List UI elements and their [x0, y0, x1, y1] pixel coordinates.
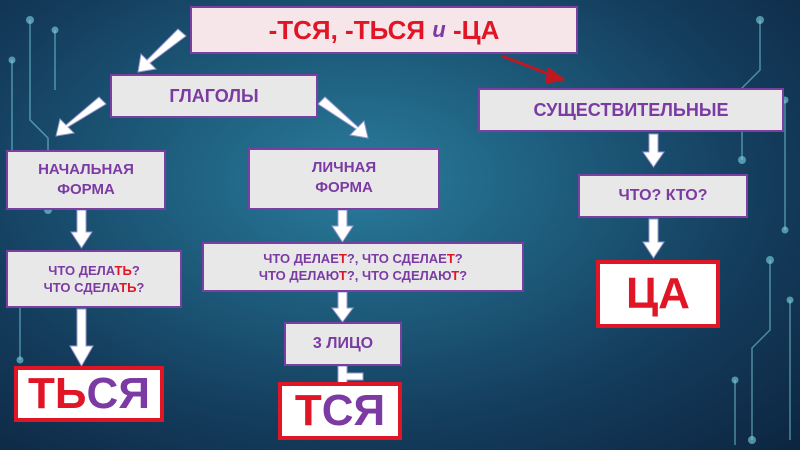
- arrow-title-nouns: [501, 54, 559, 79]
- verbs-box: ГЛАГОЛЫ: [110, 74, 318, 118]
- title-tsa: -ЦА: [445, 14, 500, 45]
- noun-question-label: ЧТО? КТО?: [618, 187, 708, 204]
- personal-form-line1: ЛИЧНАЯ: [311, 159, 377, 176]
- arrow-questions-third: [331, 291, 354, 323]
- third-person-label: 3 ЛИЦО: [312, 335, 374, 352]
- initial-question-1: ЧТО ДЕЛАТЬ?: [48, 263, 140, 278]
- initial-form-line2: ФОРМА: [57, 181, 115, 198]
- title-suffixes: -ТСЯ, -ТЬСЯ: [268, 14, 433, 45]
- arrow-title-verbs: [137, 28, 187, 73]
- third-person-box: 3 ЛИЦО: [284, 322, 402, 366]
- initial-form-box: НАЧАЛЬНАЯ ФОРМА: [6, 150, 166, 210]
- arrow-initial-questions: [70, 209, 93, 249]
- nouns-box: СУЩЕСТВИТЕЛЬНЫЕ: [478, 88, 784, 132]
- verbs-label: ГЛАГОЛЫ: [169, 85, 259, 106]
- result-tsa: ЦА: [596, 260, 720, 328]
- personal-question-1: ЧТО ДЕЛАЕТ?, ЧТО СДЕЛАЕТ?: [263, 251, 463, 266]
- arrow-personal-questions: [331, 209, 354, 243]
- arrow-question-tsa: [642, 218, 665, 259]
- title-and: и: [432, 17, 446, 42]
- personal-form-box: ЛИЧНАЯ ФОРМА: [248, 148, 440, 210]
- initial-form-line1: НАЧАЛЬНАЯ: [38, 161, 134, 178]
- nouns-label: СУЩЕСТВИТЕЛЬНЫЕ: [533, 99, 729, 120]
- personal-form-line2: ФОРМА: [315, 179, 373, 196]
- noun-question-box: ЧТО? КТО?: [578, 174, 748, 218]
- personal-question-2: ЧТО ДЕЛАЮТ?, ЧТО СДЕЛАЮТ?: [258, 268, 468, 283]
- arrow-verbs-initial: [55, 96, 107, 137]
- arrow-nouns-question: [642, 133, 665, 168]
- arrow-verbs-personal: [317, 96, 369, 139]
- title-box: -ТСЯ, -ТЬСЯ и -ЦА: [190, 6, 578, 54]
- arrow-questions-tsya-soft: [69, 308, 94, 368]
- initial-question-2: ЧТО СДЕЛАТЬ?: [43, 280, 145, 295]
- initial-questions-box: ЧТО ДЕЛАТЬ? ЧТО СДЕЛАТЬ?: [6, 250, 182, 308]
- personal-questions-box: ЧТО ДЕЛАЕТ?, ЧТО СДЕЛАЕТ? ЧТО ДЕЛАЮТ?, Ч…: [202, 242, 524, 292]
